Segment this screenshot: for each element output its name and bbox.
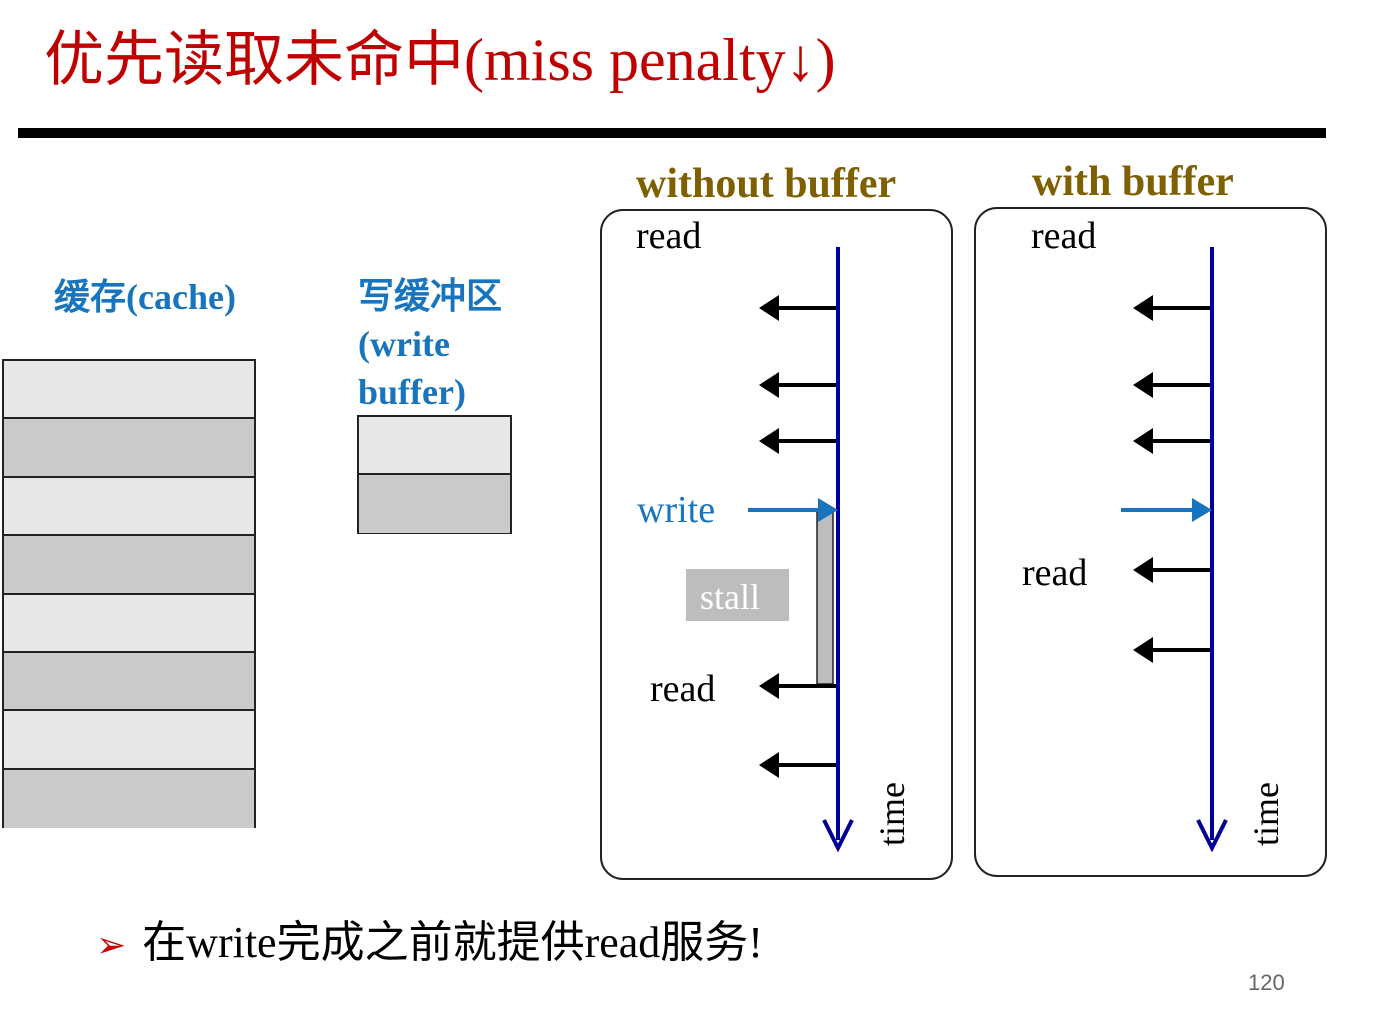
cache-slot (4, 711, 254, 770)
read-arrow (1133, 372, 1210, 398)
panel-title-without-buffer: without buffer (636, 161, 897, 207)
bullet-arrow-icon: ➢ (96, 925, 127, 965)
stall-label: stall (700, 577, 760, 617)
read-arrow (1133, 637, 1210, 663)
slide-title: 优先读取未命中(miss penalty↓) (44, 27, 836, 93)
panel-title-with-buffer: with buffer (1032, 159, 1234, 205)
cache-slot (4, 536, 254, 595)
time-label: time (872, 782, 912, 846)
stall-bar (816, 511, 834, 685)
cache-slot (4, 594, 254, 653)
read-label-top: read (1031, 215, 1096, 257)
timeline-arrowhead (822, 819, 854, 853)
read-arrow (1133, 295, 1210, 321)
read-label-top: read (636, 215, 701, 257)
timeline-arrowhead (1196, 819, 1228, 853)
write-buffer-label-line2: (write (358, 324, 450, 364)
cache-slot (4, 419, 254, 478)
cache-slot (4, 361, 254, 420)
read-arrow (1133, 557, 1210, 583)
write-buffer-label: 写缓冲区 (write buffer) (358, 272, 502, 416)
write-buffer-stack (357, 415, 512, 534)
read-label-mid: read (1022, 552, 1087, 594)
panel-without-buffer (600, 209, 953, 880)
page-number: 120 (1248, 970, 1285, 995)
bullet-point: ➢ 在write完成之前就提供read服务! (96, 906, 763, 970)
read-arrow (759, 295, 836, 321)
write-arrow (1121, 498, 1212, 522)
write-label: write (637, 489, 715, 531)
write-buffer-slot (359, 475, 510, 533)
cache-slot (4, 652, 254, 712)
cache-label: 缓存(cache) (54, 277, 236, 317)
read-label-bottom: read (650, 668, 715, 710)
panel-with-buffer (974, 207, 1327, 877)
read-arrow (759, 372, 836, 398)
cache-slot (4, 477, 254, 537)
title-divider (18, 128, 1326, 138)
write-buffer-label-line1: 写缓冲区 (358, 276, 503, 316)
write-buffer-slot (359, 417, 510, 475)
read-arrow (759, 673, 836, 699)
read-arrow (759, 428, 836, 454)
cache-stack (2, 359, 256, 829)
time-label: time (1246, 782, 1286, 846)
bullet-text: 在write完成之前就提供read服务! (142, 918, 763, 967)
read-arrow (1133, 428, 1210, 454)
cache-slot (4, 769, 254, 829)
write-buffer-label-line3: buffer) (358, 372, 466, 412)
stall-box (686, 569, 789, 621)
read-arrow (759, 752, 836, 778)
write-arrow (748, 498, 838, 522)
